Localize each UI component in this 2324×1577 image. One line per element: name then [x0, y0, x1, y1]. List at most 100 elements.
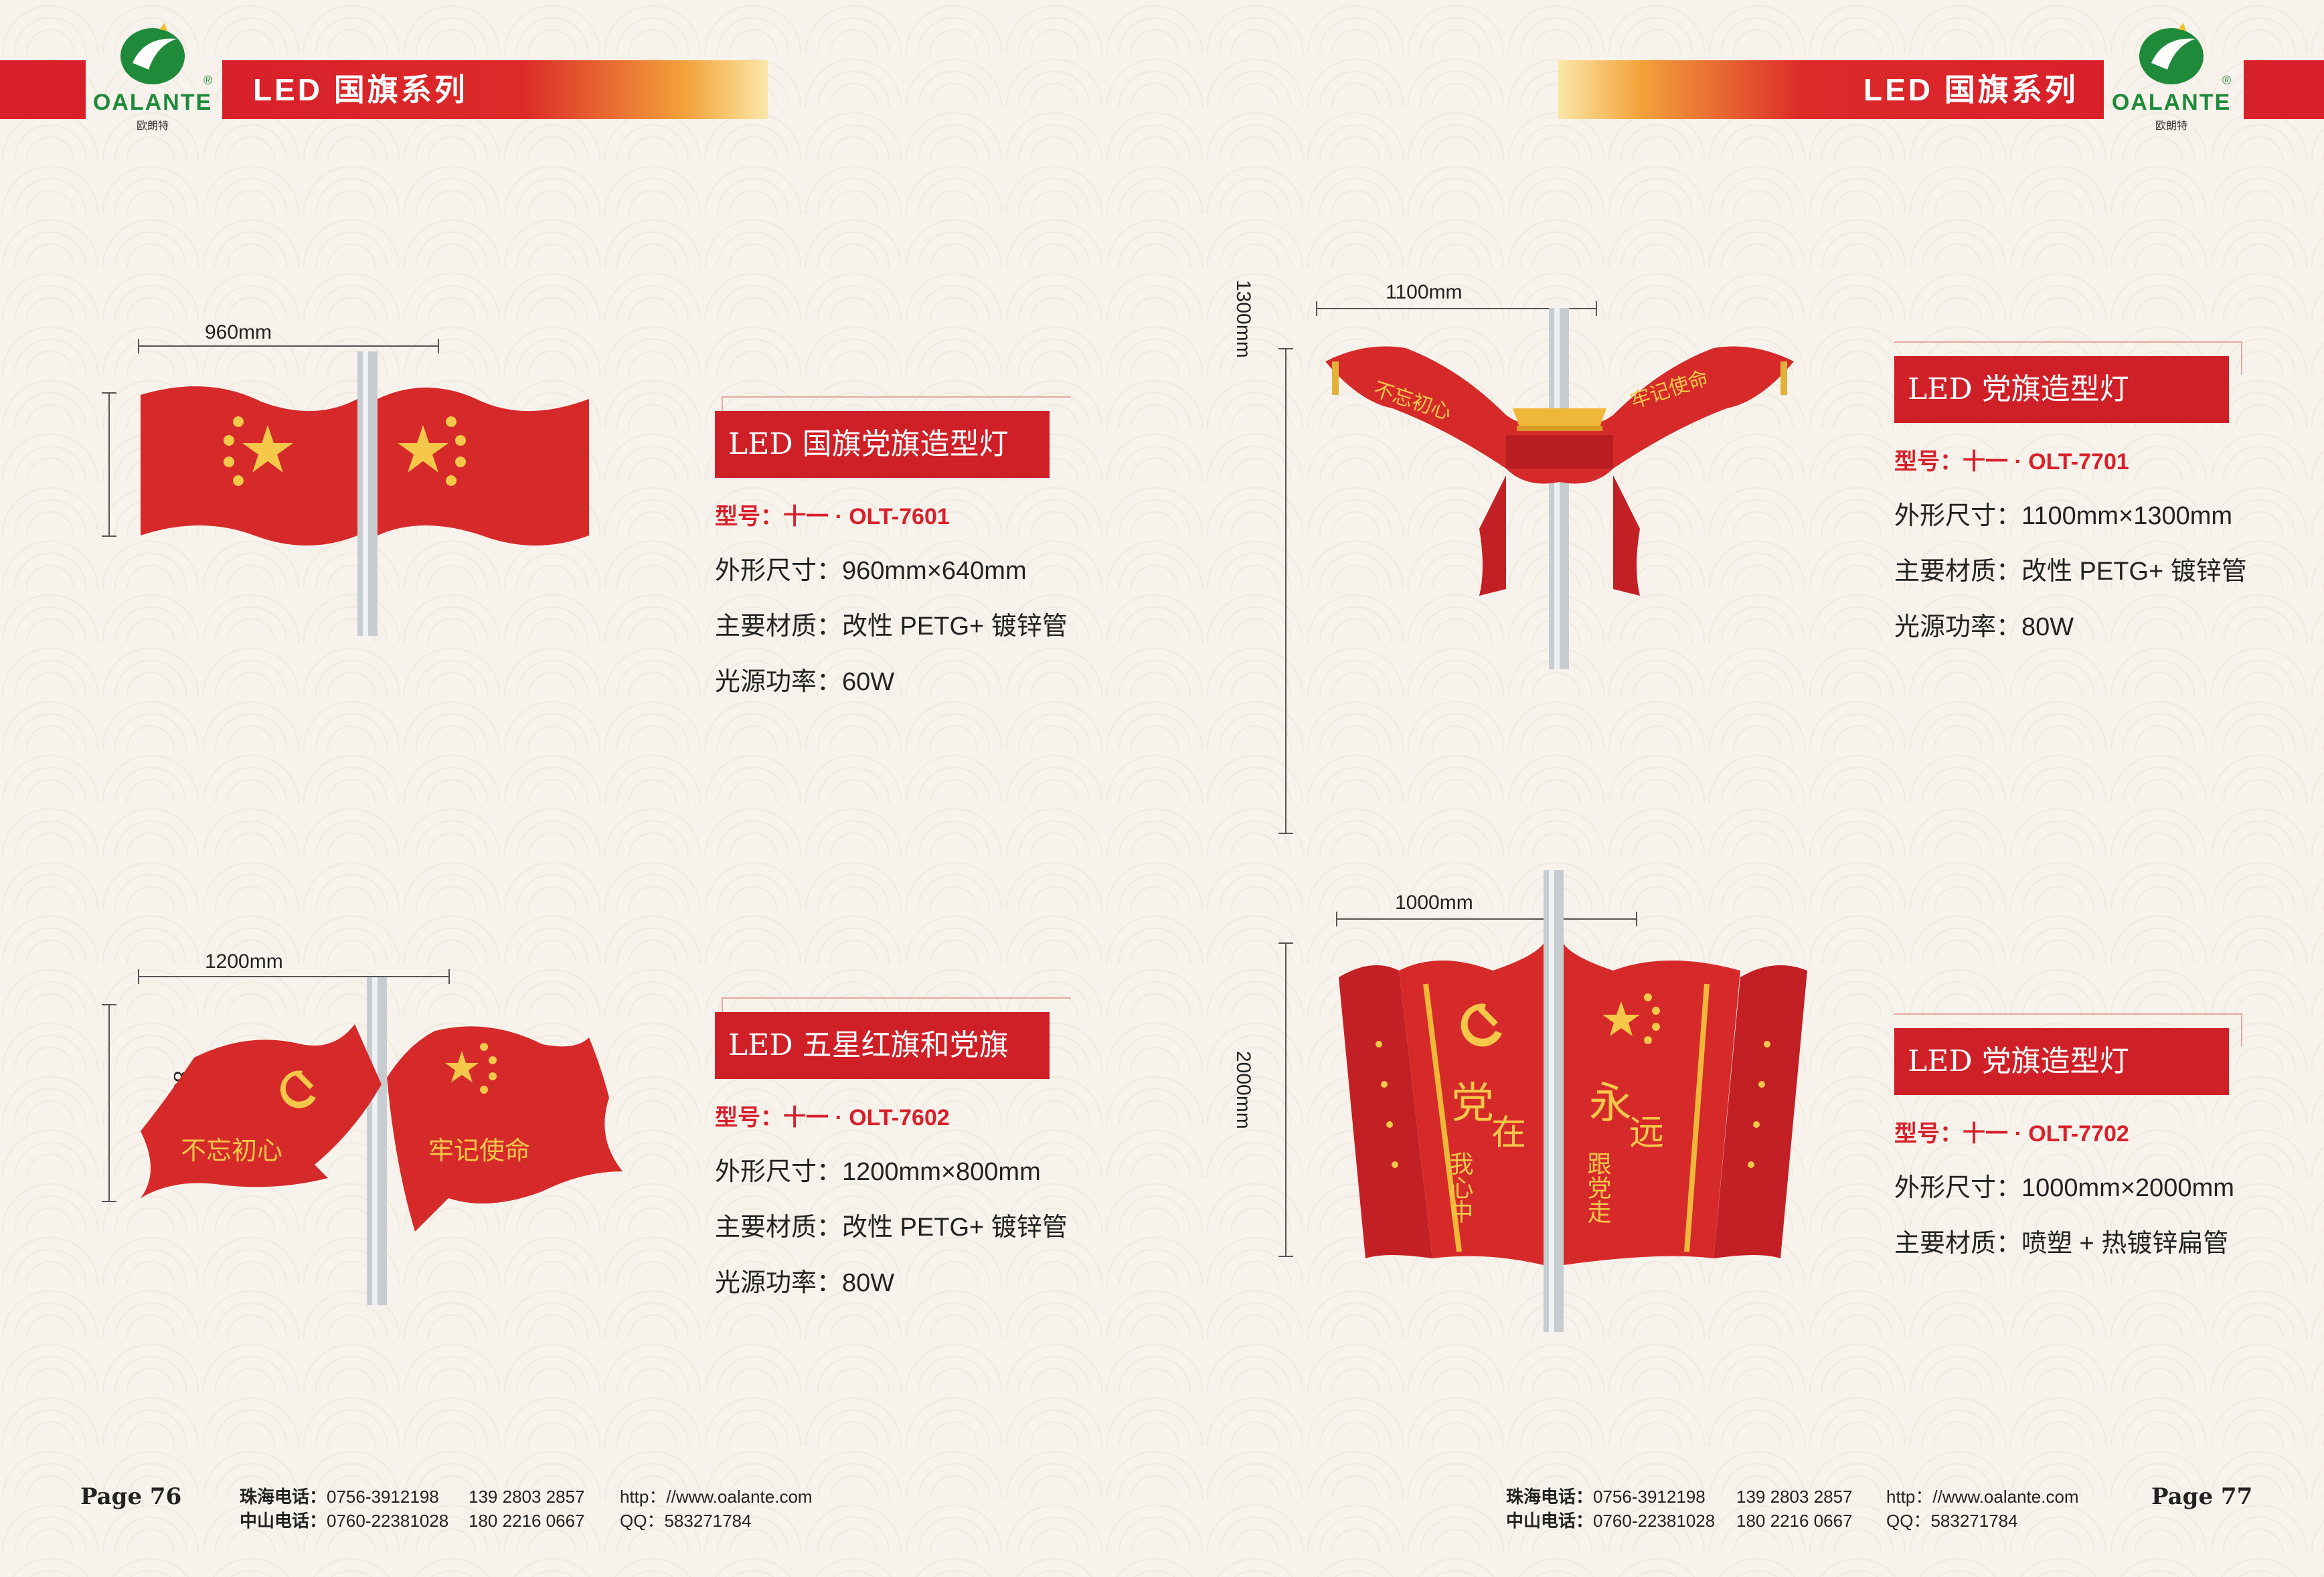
product-7702-figure: 1000mm 2000mm 党 在 我心中 永 远 跟党走: [1232, 870, 1834, 1339]
spec-title-wrap: LED 五星红旗和党旗: [715, 997, 1224, 1079]
logo-left: OALANTE 欧朗特 ®: [86, 23, 220, 132]
header-right-stub: [2244, 60, 2324, 119]
title-frame: [1894, 1013, 2242, 1047]
product-size: 外形尺寸：1200mm×800mm: [715, 1158, 1041, 1186]
spec-title-wrap: LED 国旗党旗造型灯: [715, 396, 1224, 478]
zhuhai-label: 珠海电话：: [1506, 1487, 1594, 1507]
product-power: 光源功率：80W: [715, 1269, 895, 1297]
contact-left-phones: 珠海电话：0756-3912198 中山电话：0760-22381028: [240, 1485, 448, 1533]
product-material: 主要材质：喷塑 + 热镀锌扁管: [1894, 1230, 2229, 1258]
product-7601-figure: 960mm 640mm: [87, 321, 622, 636]
product-power: 光源功率：60W: [715, 668, 895, 696]
product-size: 外形尺寸：960mm×640mm: [715, 557, 1027, 585]
banner-left-text: 不忘初心: [181, 1136, 282, 1165]
product-7602-spec: LED 五星红旗和党旗 型号：十一 · OLT-7602 外形尺寸：1200mm…: [715, 997, 1224, 1299]
website-link[interactable]: http：//www.oalante.com: [1886, 1487, 2079, 1507]
national-flag-double-lamp: [141, 351, 589, 636]
product-7702-spec: LED 党旗造型灯 型号：十一 · OLT-7702 外形尺寸：1000mm×2…: [1894, 1013, 2324, 1259]
dim-height-label: 2000mm: [1232, 1051, 1254, 1129]
dim-width-line: [1316, 301, 1597, 316]
banner-right-text: 牢记使命: [428, 1136, 530, 1165]
website-link[interactable]: http：//www.oalante.com: [620, 1487, 813, 1507]
panel-right-small-text: 跟党走: [1584, 1151, 1611, 1224]
zhongshan-mobile: 180 2216 0667: [1736, 1511, 1853, 1531]
contact-right-mobiles: 139 2803 2857 180 2216 0667: [1736, 1485, 1853, 1533]
product-model: 型号：十一 · OLT-7702: [1894, 1121, 2129, 1147]
party-flag-panel-lamp: 党 在 我心中 永 远 跟党走: [1339, 870, 1807, 1332]
contact-right-phones: 珠海电话：0756-3912198 中山电话：0760-22381028: [1506, 1485, 1715, 1533]
contact-left-mobiles: 139 2803 2857 180 2216 0667: [469, 1485, 585, 1533]
oalante-logo-icon: [2139, 23, 2204, 84]
product-title: LED 党旗造型灯: [1894, 356, 2229, 423]
dim-width-label: 1200mm: [205, 950, 283, 973]
product-7601-spec: LED 国旗党旗造型灯 型号：十一 · OLT-7601 外形尺寸：960mm×…: [715, 396, 1224, 697]
zhuhai-label: 珠海电话：: [240, 1487, 327, 1507]
page-number-right: Page 77: [2151, 1483, 2253, 1510]
product-material: 主要材质：改性 PETG+ 镀锌管: [715, 612, 1068, 641]
party-flag-wings-lamp: 不忘初心 牢记使命: [1325, 308, 1794, 669]
product-7602-figure: 1200mm 800mm 不忘初心 牢记使命: [87, 950, 689, 1312]
product-7701-spec: LED 党旗造型灯 型号：十一 · OLT-7701 外形尺寸：1100mm×1…: [1894, 341, 2324, 643]
product-model: 型号：十一 · OLT-7602: [715, 1105, 950, 1131]
product-material: 主要材质：改性 PETG+ 镀锌管: [1894, 558, 2247, 586]
spec-title-wrap: LED 党旗造型灯: [1894, 1013, 2324, 1095]
dim-height-label: 1300mm: [1232, 280, 1254, 358]
zhuhai-phone: 0756-3912198: [327, 1487, 439, 1507]
dim-width-line: [138, 339, 439, 353]
spec-title-wrap: LED 党旗造型灯: [1894, 341, 2324, 423]
panel-right-big-char: 永: [1589, 1079, 1632, 1129]
oalante-logo-icon: [120, 23, 185, 84]
dim-width-line: [1336, 912, 1637, 926]
product-title: LED 国旗党旗造型灯: [715, 411, 1050, 478]
dim-height-line: [102, 1004, 116, 1202]
zhongshan-label: 中山电话：: [240, 1511, 327, 1531]
product-model: 型号：十一 · OLT-7701: [1894, 449, 2129, 475]
qq-number: QQ：583271784: [1886, 1511, 2018, 1531]
dim-height-line: [102, 392, 116, 537]
dim-height-line: [1278, 348, 1293, 834]
zhongshan-label: 中山电话：: [1506, 1511, 1594, 1531]
product-size: 外形尺寸：1000mm×2000mm: [1894, 1174, 2234, 1202]
header-left-stub: [0, 60, 86, 119]
product-7701-figure: 1100mm 1300mm 不忘初心 牢记使命: [1232, 280, 1834, 834]
zhuhai-mobile: 139 2803 2857: [1736, 1487, 1853, 1507]
product-title: LED 党旗造型灯: [1894, 1028, 2229, 1095]
header-left-title: LED 国旗系列: [253, 72, 468, 107]
dim-height-line: [1278, 942, 1293, 1257]
logo-brand-cn: 欧朗特: [2155, 120, 2187, 132]
product-power: 光源功率：80W: [1894, 613, 2074, 641]
zhongshan-mobile: 180 2216 0667: [469, 1511, 585, 1531]
zhongshan-phone: 0760-22381028: [1593, 1511, 1716, 1531]
logo-brand: OALANTE: [92, 90, 213, 115]
dim-width-label: 960mm: [205, 321, 272, 343]
logo-brand: OALANTE: [2111, 90, 2232, 115]
zhongshan-phone: 0760-22381028: [327, 1511, 449, 1531]
panel-left-small-text: 我心中: [1446, 1151, 1473, 1224]
product-size: 外形尺寸：1100mm×1300mm: [1894, 502, 2233, 530]
contact-left-web: http：//www.oalante.com QQ：583271784: [620, 1485, 813, 1533]
qq-number: QQ：583271784: [620, 1511, 752, 1531]
product-model: 型号：十一 · OLT-7601: [715, 504, 950, 529]
panel-right-mid-char: 远: [1629, 1113, 1664, 1153]
party-national-flag-lamp: 不忘初心 牢记使命: [141, 977, 622, 1305]
panel-left-mid-char: 在: [1491, 1113, 1526, 1153]
header-right-bar: [1558, 60, 2104, 119]
dim-width-line: [138, 969, 450, 984]
page-number-left: Page 76: [80, 1483, 182, 1510]
panel-left-big-char: 党: [1451, 1079, 1494, 1129]
product-title: LED 五星红旗和党旗: [715, 1012, 1050, 1079]
dim-width-label: 1100mm: [1386, 281, 1463, 303]
logo-right: OALANTE 欧朗特 ®: [2104, 23, 2238, 132]
dim-width-label: 1000mm: [1395, 892, 1473, 914]
header-right-title: LED 国旗系列: [1863, 72, 2078, 107]
zhuhai-mobile: 139 2803 2857: [469, 1487, 585, 1507]
product-material: 主要材质：改性 PETG+ 镀锌管: [715, 1214, 1068, 1242]
contact-right-web: http：//www.oalante.com QQ：583271784: [1886, 1485, 2079, 1533]
zhuhai-phone: 0756-3912198: [1593, 1487, 1706, 1507]
logo-reg-mark: ®: [2222, 74, 2232, 87]
header-left-bar: [222, 60, 768, 119]
logo-brand-cn: 欧朗特: [136, 120, 169, 132]
logo-reg-mark: ®: [203, 74, 213, 87]
title-frame: [1894, 341, 2242, 375]
